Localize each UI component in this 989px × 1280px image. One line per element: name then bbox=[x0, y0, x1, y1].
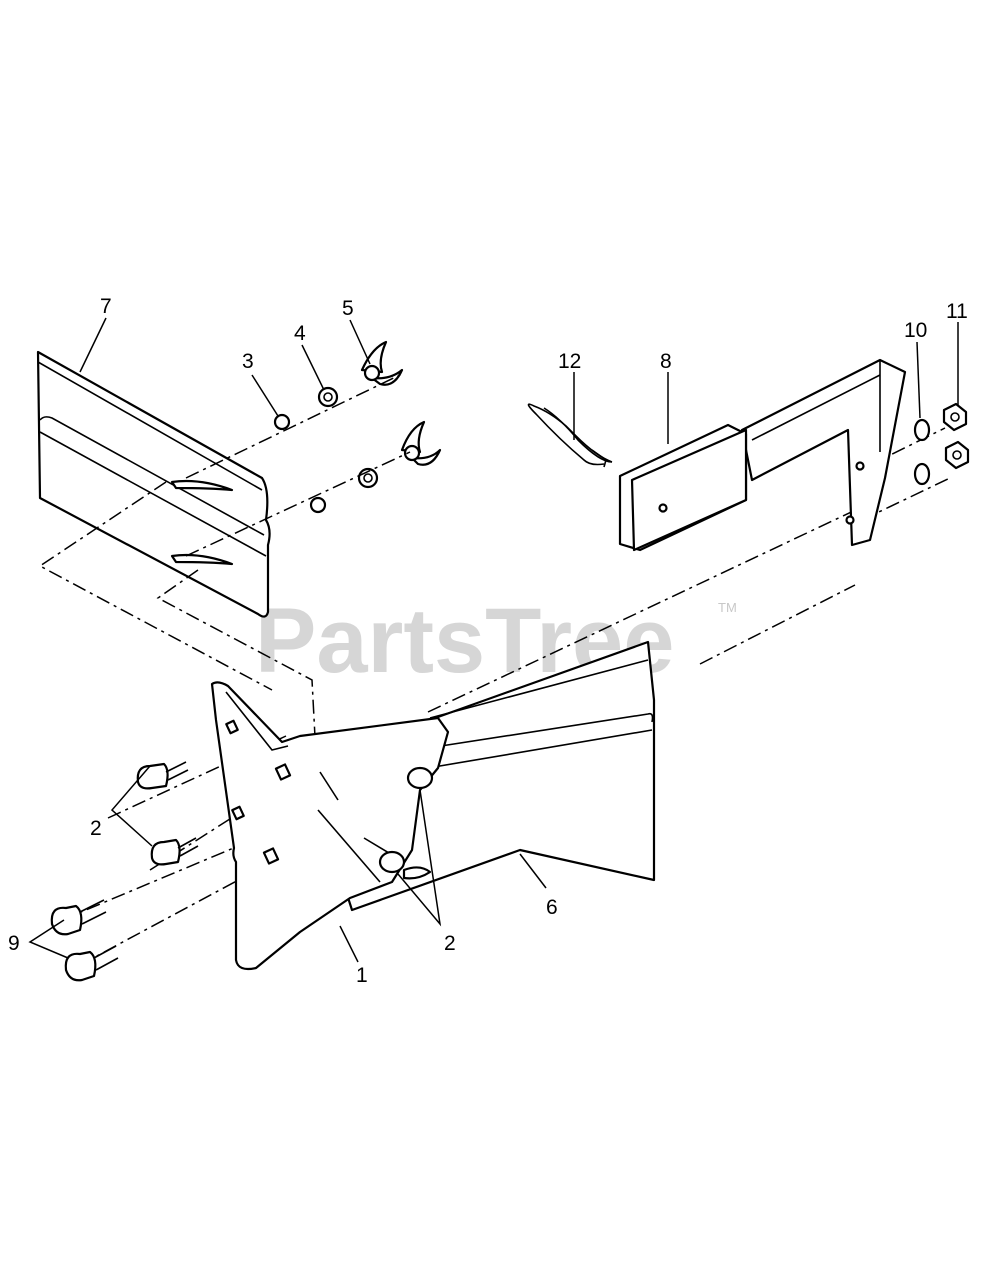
hardware-upper-row bbox=[273, 340, 404, 431]
callout-7: 7 bbox=[100, 295, 112, 318]
callout-12: 12 bbox=[558, 350, 581, 373]
callout-8: 8 bbox=[660, 350, 672, 373]
part-8-bracket-arm bbox=[618, 358, 907, 552]
part-4-washer-upper bbox=[317, 386, 339, 408]
part-1-end-plate bbox=[210, 681, 450, 971]
callout-2-right: 2 bbox=[444, 932, 456, 955]
part-3-nut-lower bbox=[309, 496, 327, 514]
callout-5: 5 bbox=[342, 297, 354, 320]
part-10-lock-washer-upper bbox=[913, 418, 931, 442]
part-10-lock-washer-lower bbox=[913, 462, 931, 486]
callout-9: 9 bbox=[8, 932, 20, 955]
part-7-shield-plate bbox=[36, 350, 271, 618]
watermark: PartsTree TM bbox=[255, 590, 737, 692]
watermark-trademark: TM bbox=[718, 600, 737, 615]
part-3-nut-upper bbox=[273, 413, 291, 431]
callout-1: 1 bbox=[356, 964, 368, 987]
part-9-bolts bbox=[50, 899, 119, 982]
part-5-wing-nut-upper bbox=[360, 340, 404, 386]
hardware-lower-row bbox=[309, 420, 442, 514]
hardware-right bbox=[913, 402, 970, 486]
callout-3: 3 bbox=[242, 350, 254, 373]
part-5-wing-nut-lower bbox=[400, 420, 442, 466]
callout-2-left: 2 bbox=[90, 817, 102, 840]
leader-lines bbox=[28, 317, 959, 963]
callout-6: 6 bbox=[546, 896, 558, 919]
part-2-bolts-left bbox=[136, 761, 199, 866]
callout-4: 4 bbox=[294, 322, 306, 345]
callout-11: 11 bbox=[946, 300, 968, 323]
part-11-nut-lower bbox=[944, 440, 970, 470]
part-2-pins-right bbox=[402, 866, 432, 880]
part-11-nut-upper bbox=[942, 402, 968, 432]
part-12-hairpin-clip bbox=[527, 403, 613, 468]
callouts: 7 3 4 5 12 8 10 11 2 9 2 6 1 bbox=[8, 295, 968, 987]
callout-10: 10 bbox=[904, 319, 927, 342]
